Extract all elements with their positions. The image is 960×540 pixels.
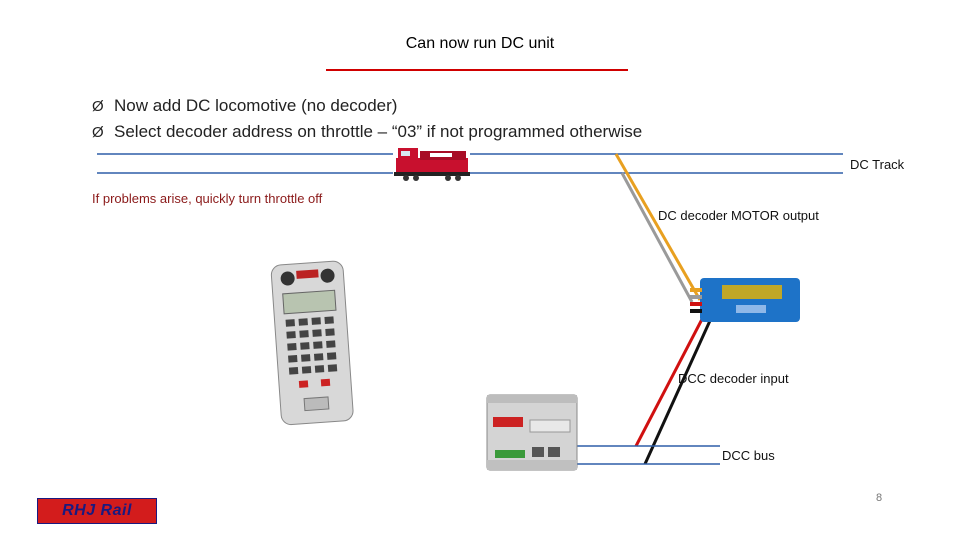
dc-track-label: DC Track — [850, 157, 905, 172]
bullet-arrow-icon: Ø — [92, 124, 104, 141]
bullet-item: Ø Select decoder address on throttle – “0… — [92, 122, 642, 142]
motor-wire-gray — [620, 172, 694, 303]
command-station-image — [486, 394, 578, 471]
motor-output-label: DC decoder MOTOR output — [658, 208, 819, 223]
locomotive-image — [394, 148, 470, 181]
bullet-item: Ø Now add DC locomotive (no decoder) — [92, 96, 397, 116]
warning-note: If problems arise, quickly turn throttle… — [92, 191, 323, 206]
page-title: Can now run DC unit — [405, 35, 555, 52]
dcc-input-label: DCC decoder input — [678, 371, 789, 386]
bullet-text: Now add DC locomotive (no decoder) — [114, 96, 398, 115]
title-underline — [326, 69, 628, 71]
decoder-image — [690, 278, 800, 322]
dcc-wire-red — [634, 299, 714, 447]
brand-logo: RHJ Rail — [37, 498, 157, 524]
dcc-wire-black — [643, 302, 720, 465]
dcc-bus-label: DCC bus — [722, 448, 775, 463]
bullet-arrow-icon: Ø — [92, 98, 104, 115]
throttle-image — [270, 260, 354, 426]
page-number: 8 — [876, 492, 883, 504]
logo-text: RHJ Rail — [62, 502, 132, 519]
bullet-text: Select decoder address on throttle – “03… — [114, 122, 643, 141]
motor-wire-orange — [614, 153, 702, 301]
